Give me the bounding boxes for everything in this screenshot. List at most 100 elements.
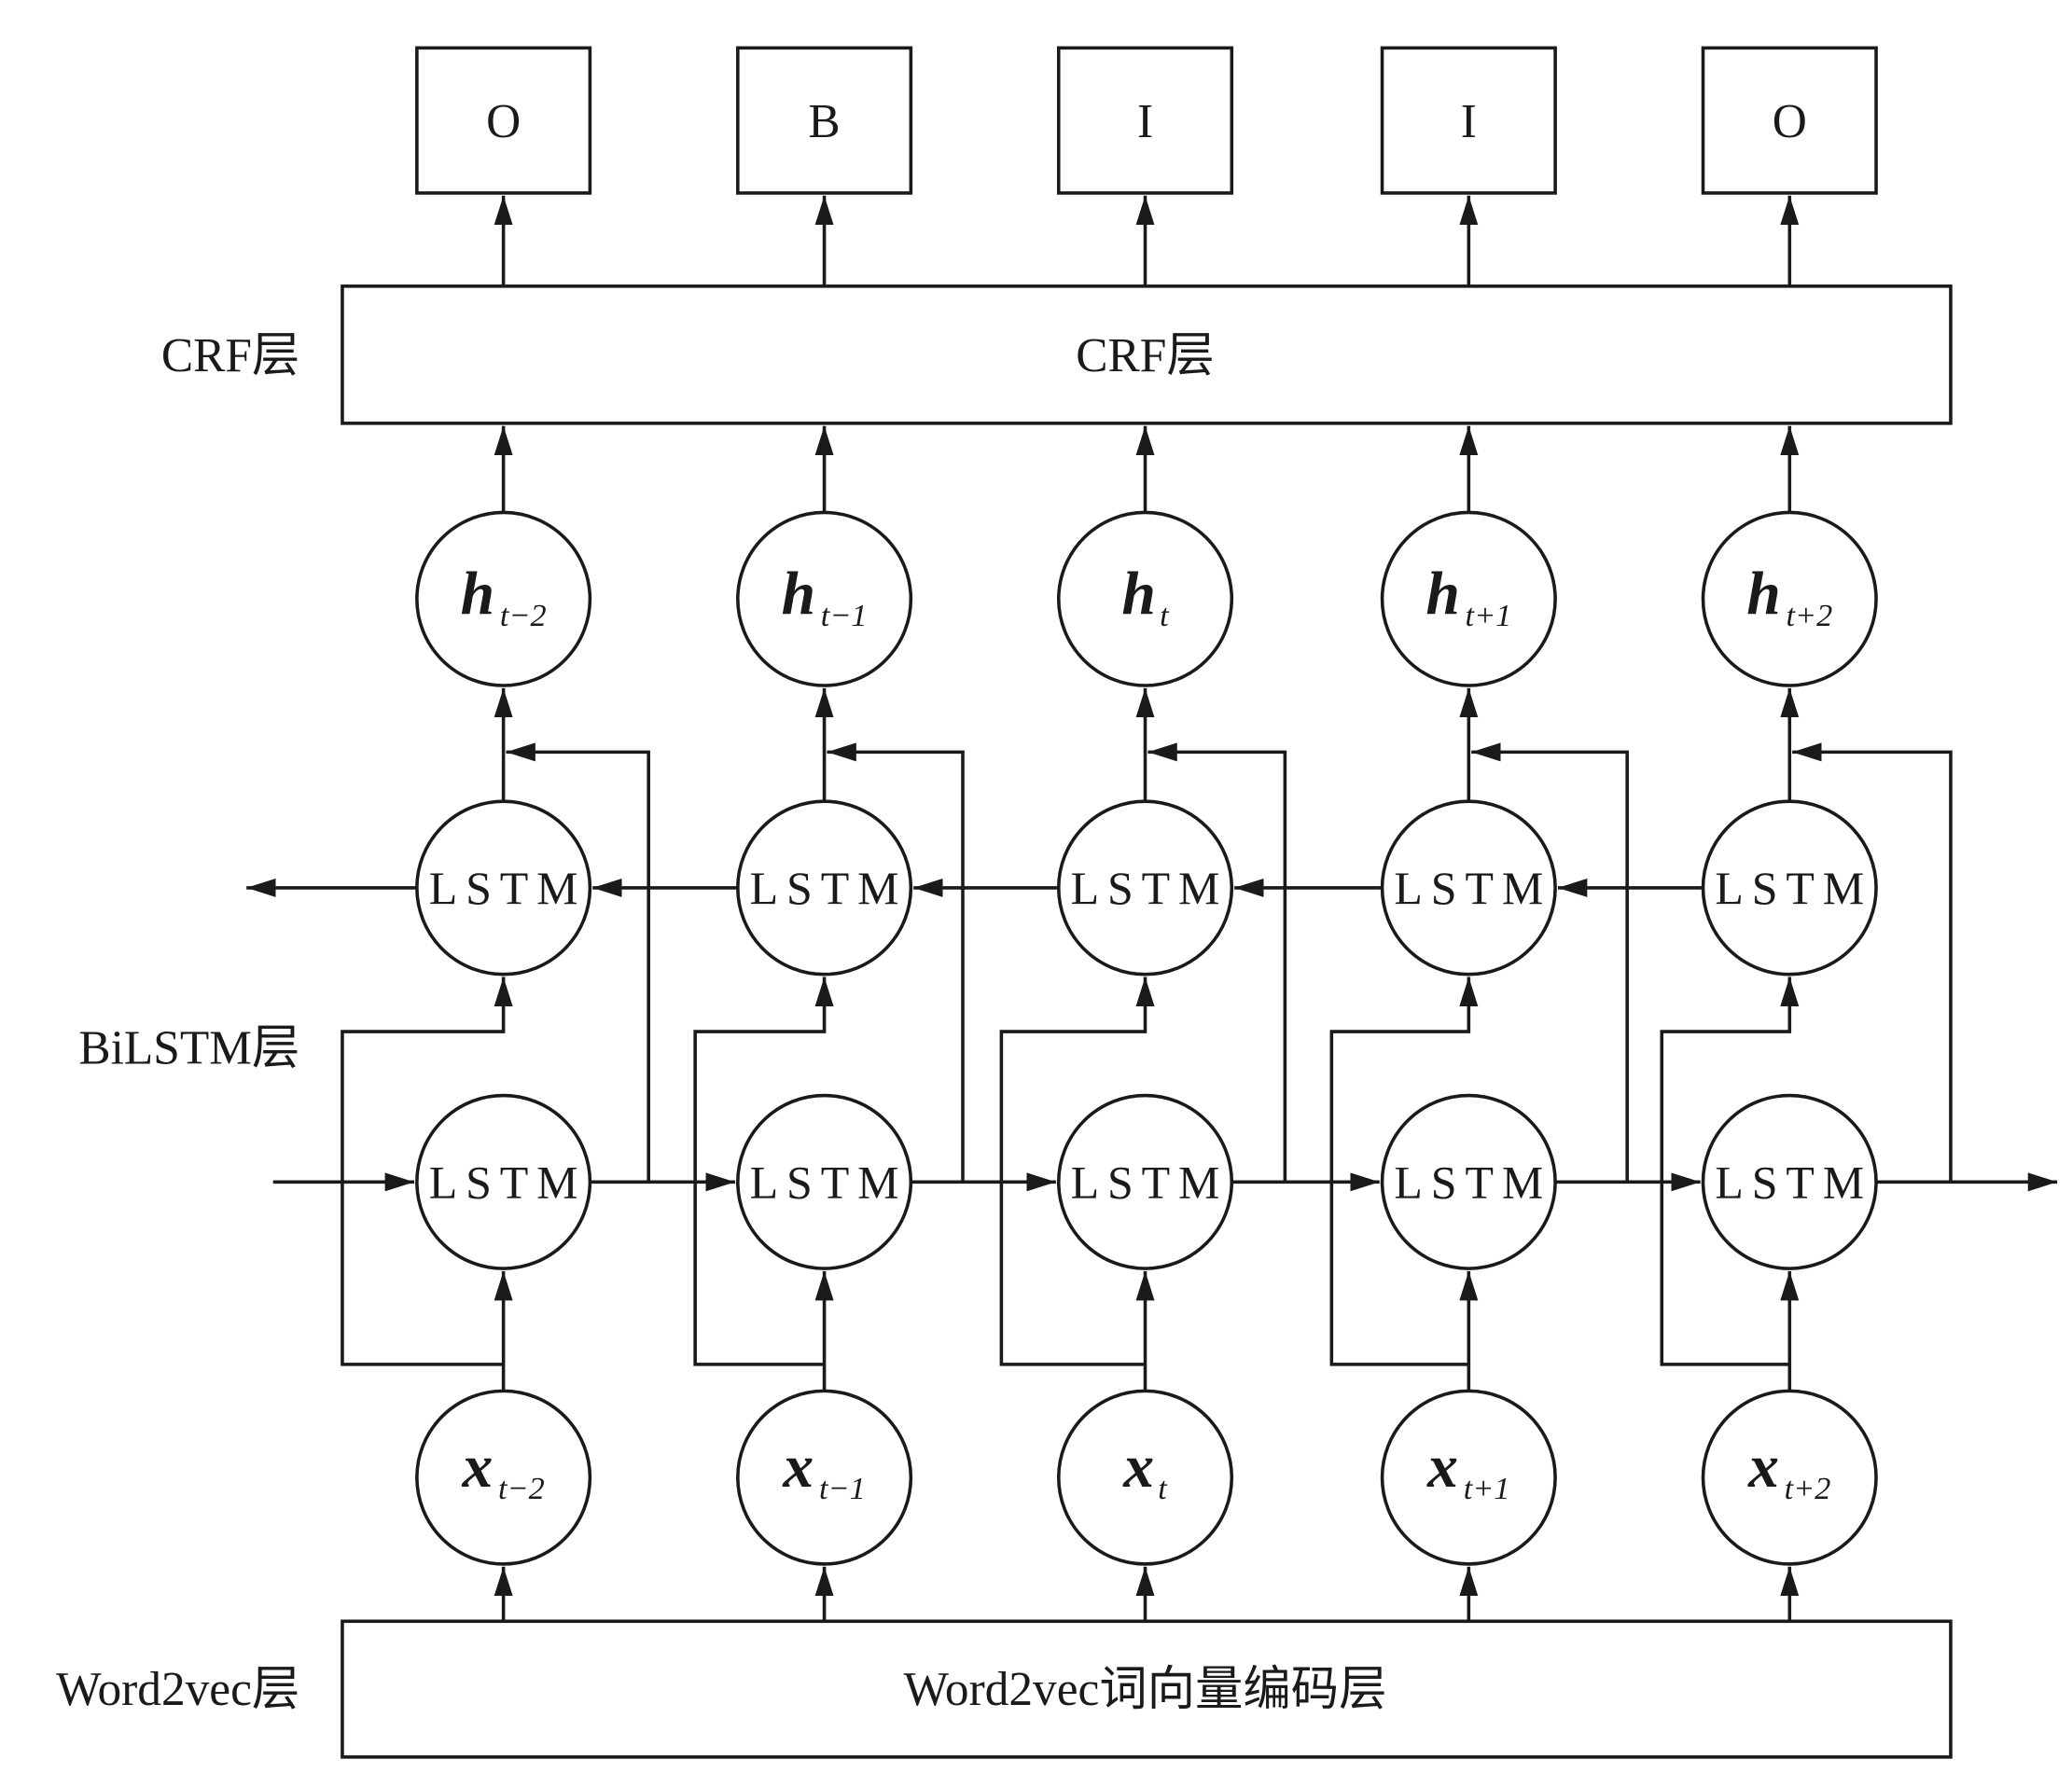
output-tag-box: I bbox=[1056, 46, 1234, 195]
hidden-state-subscript: t+2 bbox=[1787, 598, 1833, 633]
word2vec-box-border bbox=[341, 1619, 1953, 1759]
node-circle bbox=[415, 510, 592, 687]
input-to-backward-lstm-arrows bbox=[341, 977, 1800, 1366]
input-vector-subscript: t+2 bbox=[1785, 1471, 1831, 1506]
arrow bbox=[693, 977, 834, 1366]
input-vector-subscript: t−1 bbox=[819, 1471, 866, 1506]
arrow bbox=[827, 742, 965, 1183]
arrow bbox=[341, 977, 513, 1366]
output-tag-box: I bbox=[1380, 46, 1557, 195]
forward-lstm-cell: LSTM bbox=[1380, 1093, 1557, 1270]
node-circle bbox=[1056, 799, 1234, 977]
lstm-label: LSTM bbox=[1715, 862, 1864, 914]
forward-lstm-cell: LSTM bbox=[1701, 1093, 1878, 1270]
hidden-state-symbol: h bbox=[1746, 560, 1781, 628]
forward-lstm-cells: LSTM LSTM LSTM LSTM LSTM bbox=[415, 1093, 1878, 1270]
input-vector-subscript: t bbox=[1158, 1471, 1168, 1506]
lstm-label: LSTM bbox=[750, 862, 899, 914]
node-circle bbox=[415, 1389, 592, 1566]
tag-box-border bbox=[1701, 46, 1878, 195]
node-circle bbox=[1380, 510, 1557, 687]
output-tags: O B I I O bbox=[415, 46, 1878, 195]
output-tag-label: I bbox=[1137, 95, 1153, 148]
node-circle bbox=[1056, 1389, 1234, 1566]
lstm-label: LSTM bbox=[750, 1156, 899, 1208]
node-circle bbox=[736, 799, 913, 977]
backward-lstm-cell: LSTM bbox=[1056, 799, 1234, 977]
arrow bbox=[999, 977, 1155, 1366]
backward-lstm-to-hidden-arrows bbox=[494, 687, 1800, 802]
forward-lstm-cell: LSTM bbox=[1056, 1093, 1234, 1270]
arrow bbox=[506, 742, 650, 1183]
word2vec-box-label: Word2vec词向量编码层 bbox=[904, 1663, 1387, 1716]
hidden-state-subscript: t bbox=[1160, 598, 1170, 633]
node-circle bbox=[1701, 1389, 1878, 1566]
input-vector-symbol: x bbox=[782, 1433, 814, 1501]
arrow bbox=[1792, 742, 1953, 1183]
backward-lstm-cell: LSTM bbox=[1380, 799, 1557, 977]
hidden-state-subscript: t−2 bbox=[500, 598, 547, 633]
node-circle bbox=[415, 1093, 592, 1270]
lstm-label: LSTM bbox=[1394, 1156, 1543, 1208]
tag-box-border bbox=[1380, 46, 1557, 195]
output-tag-label: O bbox=[486, 95, 521, 148]
crf-layer-box: CRF层 bbox=[341, 284, 1953, 425]
node-circle bbox=[415, 799, 592, 977]
lstm-label: LSTM bbox=[1071, 862, 1220, 914]
input-vector-subscript: t+1 bbox=[1464, 1471, 1510, 1506]
node-circle bbox=[1701, 1093, 1878, 1270]
output-tag-box: O bbox=[415, 46, 592, 195]
node-circle bbox=[1380, 1389, 1557, 1566]
input-vector-symbol: x bbox=[1747, 1433, 1779, 1501]
hidden-state-symbol: h bbox=[461, 560, 495, 628]
hidden-state-symbol: h bbox=[1425, 560, 1460, 628]
output-tag-box: B bbox=[736, 46, 913, 195]
node-circle bbox=[1380, 799, 1557, 977]
tag-box-border bbox=[415, 46, 592, 195]
crf-box-label: CRF层 bbox=[1076, 329, 1214, 382]
forward-lstm-cell: LSTM bbox=[415, 1093, 592, 1270]
arrow bbox=[1329, 977, 1479, 1366]
arrow bbox=[1660, 977, 1800, 1366]
lstm-label: LSTM bbox=[1394, 862, 1543, 914]
word2vec-layer-box: Word2vec词向量编码层 bbox=[341, 1619, 1953, 1759]
node-circle bbox=[736, 510, 913, 687]
node-circle bbox=[736, 1389, 913, 1566]
node-circle bbox=[1701, 799, 1878, 977]
input-vector-symbol: x bbox=[461, 1433, 493, 1501]
hidden-state-symbol: h bbox=[782, 560, 816, 628]
tag-box-border bbox=[736, 46, 913, 195]
backward-lstm-cells: LSTM LSTM LSTM LSTM LSTM bbox=[415, 799, 1878, 977]
node-circle bbox=[1380, 1093, 1557, 1270]
lstm-label: LSTM bbox=[429, 1156, 578, 1208]
node-circle bbox=[1701, 510, 1878, 687]
hidden-state-subscript: t+1 bbox=[1466, 598, 1512, 633]
output-tag-label: O bbox=[1773, 95, 1807, 148]
forward-output-to-hidden-arrows bbox=[506, 742, 1953, 1183]
crf-to-tag-arrows bbox=[494, 195, 1800, 286]
arrow bbox=[1147, 742, 1287, 1183]
output-tag-label: B bbox=[808, 95, 840, 148]
arrow bbox=[1471, 742, 1629, 1183]
hidden-state-subscript: t−1 bbox=[821, 598, 868, 633]
backward-lstm-cell: LSTM bbox=[415, 799, 592, 977]
lstm-label: LSTM bbox=[1715, 1156, 1864, 1208]
